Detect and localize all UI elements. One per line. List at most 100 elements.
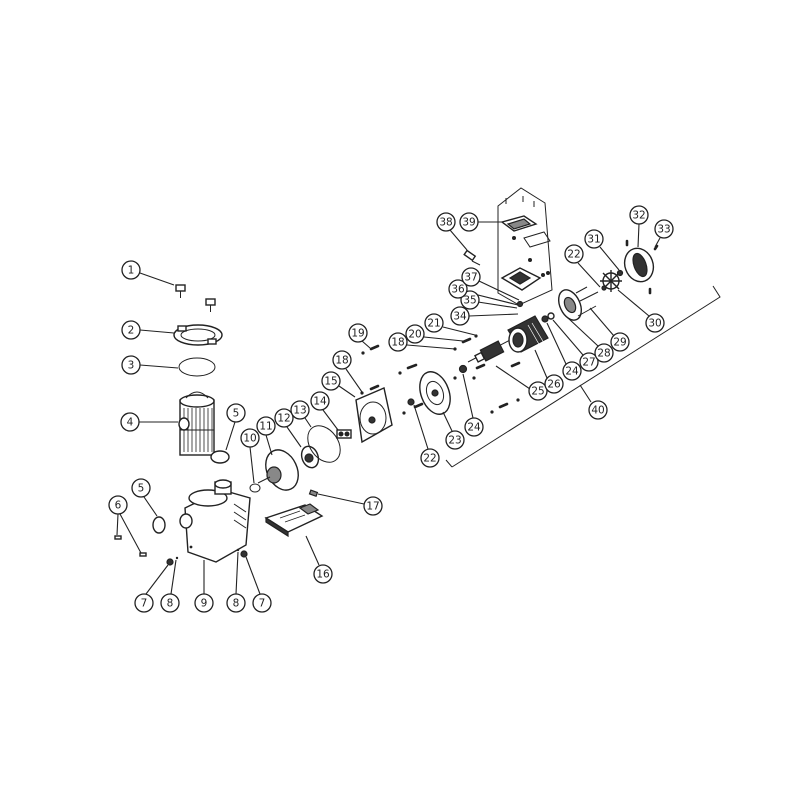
- leader-lines: [116, 221, 661, 595]
- callout-number: 37: [464, 272, 477, 284]
- callout-number: 28: [597, 348, 610, 360]
- callout-circle: [460, 290, 480, 310]
- part-27-washer: [547, 312, 555, 320]
- callout-part-5: 5: [131, 478, 151, 498]
- part-5-seal-lower: [152, 516, 166, 534]
- callout-part-22: 22: [564, 244, 584, 264]
- callout-circle: [290, 400, 310, 420]
- part-1-knobs: [175, 284, 216, 312]
- callout-circle: [424, 313, 444, 333]
- callout-part-36: 36: [448, 279, 468, 299]
- callout-number: 36: [451, 284, 465, 296]
- part-25-rotor: [467, 339, 511, 363]
- callout-part-27: 27: [579, 352, 599, 372]
- callout-number: 10: [243, 433, 256, 445]
- callout-number: 17: [366, 501, 379, 513]
- callout-number: 18: [335, 355, 348, 367]
- callout-part-32: 32: [629, 205, 649, 225]
- part-33-screws: [625, 239, 659, 295]
- callout-circle: [120, 412, 140, 432]
- part-6-pins: [114, 535, 147, 557]
- callout-part-4: 4: [120, 412, 140, 432]
- callout-circle: [226, 403, 246, 423]
- part-4-strainer-basket: [178, 391, 215, 456]
- callout-circle: [445, 430, 465, 450]
- callout-part-13: 13: [290, 400, 310, 420]
- assembly-40-bracket: [445, 285, 721, 468]
- callout-number: 5: [138, 483, 145, 495]
- part-24-bearing-rear: [541, 315, 549, 323]
- callout-part-24: 24: [562, 361, 582, 381]
- callout-number: 25: [531, 386, 544, 398]
- callout-circle: [629, 205, 649, 225]
- callout-circle: [461, 267, 481, 287]
- callout-part-39: 39: [459, 212, 479, 232]
- callout-part-34: 34: [450, 306, 470, 326]
- part-16-base: [264, 503, 324, 538]
- callout-part-11: 11: [256, 416, 276, 436]
- part-23-motor-flange: [419, 371, 451, 415]
- part-38-cable-gland: [463, 249, 481, 266]
- part-32-fan-cover: [623, 247, 655, 283]
- part-2-clamp-ring: [173, 324, 223, 346]
- callout-number: 21: [427, 318, 440, 330]
- callout-number: 8: [167, 598, 174, 610]
- callout-number: 9: [201, 598, 208, 610]
- callout-circle: [594, 343, 614, 363]
- callout-number: 30: [648, 318, 661, 330]
- callout-circle: [420, 448, 440, 468]
- callout-part-37: 37: [461, 267, 481, 287]
- callout-number: 3: [128, 360, 135, 372]
- callout-number: 16: [316, 569, 330, 581]
- callout-circle: [313, 564, 333, 584]
- part-15-seal-plate: [355, 387, 393, 444]
- part-5-seal-upper: [210, 450, 230, 464]
- callout-part-24: 24: [464, 417, 484, 437]
- callout-circle: [121, 320, 141, 340]
- callout-number: 38: [439, 217, 452, 229]
- callout-number: 1: [128, 265, 135, 277]
- callout-part-35: 35: [460, 290, 480, 310]
- callout-number: 20: [408, 329, 421, 341]
- callout-part-5: 5: [226, 403, 246, 423]
- callout-circle: [436, 212, 456, 232]
- callout-part-9: 9: [194, 593, 214, 613]
- callout-circle: [405, 324, 425, 344]
- callout-part-8: 8: [226, 593, 246, 613]
- callout-number: 27: [582, 357, 595, 369]
- callout-part-25: 25: [528, 381, 548, 401]
- callout-number: 2: [128, 325, 135, 337]
- part-3-o-ring: [178, 357, 216, 377]
- callout-part-30: 30: [645, 313, 665, 333]
- callout-circle: [610, 332, 630, 352]
- callout-circle: [564, 244, 584, 264]
- callout-circle: [544, 374, 564, 394]
- part-28-end-bell: [557, 289, 583, 321]
- parts-7-8-drain-plugs: [166, 548, 248, 566]
- callout-circle: [654, 219, 674, 239]
- callout-number: 15: [324, 376, 337, 388]
- callout-number: 22: [567, 249, 580, 261]
- part-control-box: [497, 187, 553, 308]
- callout-part-7: 7: [252, 593, 272, 613]
- callout-circle: [194, 593, 214, 613]
- callout-number: 40: [591, 405, 604, 417]
- callout-part-40: 40: [588, 400, 608, 420]
- callout-part-33: 33: [654, 219, 674, 239]
- callout-circle: [348, 323, 368, 343]
- callout-number: 22: [423, 453, 436, 465]
- callout-number: 6: [115, 500, 122, 512]
- callout-part-21: 21: [424, 313, 444, 333]
- part-24-bearing-front: [458, 364, 468, 374]
- callout-part-29: 29: [610, 332, 630, 352]
- callout-circle: [528, 381, 548, 401]
- callout-number: 35: [463, 295, 476, 307]
- part-12-seal: [300, 445, 320, 469]
- part-11-impeller: [257, 449, 299, 491]
- callout-labels: 1234510111213141518191820212223242526242…: [108, 205, 674, 613]
- part-9-pump-body: [179, 479, 251, 563]
- callout-number: 8: [233, 598, 240, 610]
- callout-part-15: 15: [321, 371, 341, 391]
- callout-circle: [256, 416, 276, 436]
